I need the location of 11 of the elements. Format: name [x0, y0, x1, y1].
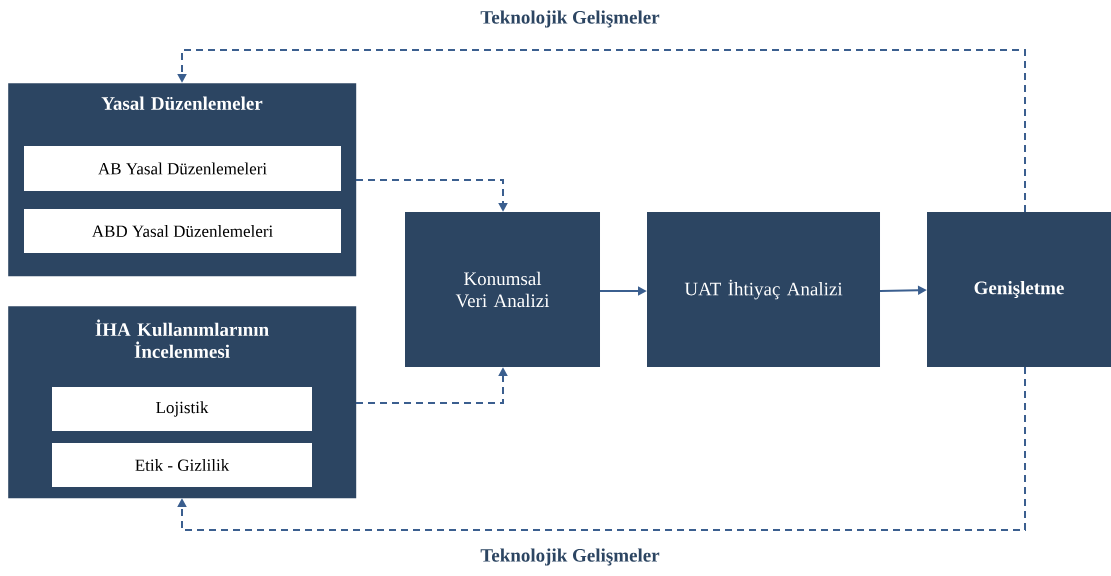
arrow: [177, 49, 1026, 213]
arrow: [177, 366, 1026, 531]
item-box: ABD Yasal Düzenlemeleri: [24, 209, 341, 253]
item-box: Etik - Gizlilik: [52, 443, 312, 487]
item-box: Lojistik: [52, 387, 312, 431]
process-box: UAT İhtiyaç Analizi: [647, 212, 880, 367]
process-box: Konumsal Veri Analizi: [405, 212, 600, 367]
edge-label: Teknolojik Gelişmeler: [479, 9, 661, 29]
process-box: Genişletme: [927, 212, 1111, 367]
edge-label: Teknolojik Gelişmeler: [479, 547, 661, 567]
item-box: AB Yasal Düzenlemeleri: [24, 146, 341, 191]
